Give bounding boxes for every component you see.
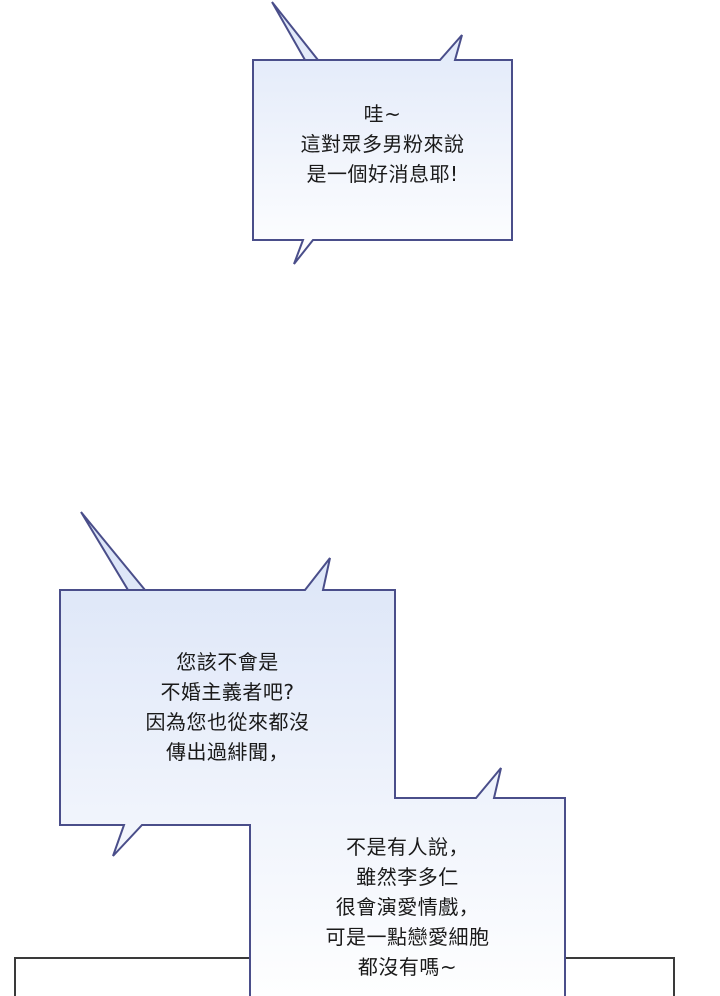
- speech-line: 都沒有嗎~: [357, 955, 458, 979]
- speech-bubble-2-text: 您該不會是 不婚主義者吧? 因為您也從來都沒 傳出過緋聞，: [60, 647, 395, 767]
- speech-bubble-1: [252, 1, 513, 265]
- speech-line: 可是一點戀愛細胞: [325, 925, 490, 949]
- speech-line: 不婚主義者吧?: [160, 680, 295, 704]
- speech-line: 您該不會是: [176, 650, 279, 674]
- speech-line: 是一個好消息耶!: [306, 162, 459, 186]
- speech-line: 雖然李多仁: [356, 865, 459, 889]
- speech-bubble-1-text: 哇~ 這對眾多男粉來說 是一個好消息耶!: [253, 99, 512, 189]
- speech-line: 很會演愛情戲，: [335, 895, 480, 919]
- speech-line: 因為您也從來都沒: [145, 710, 310, 734]
- speech-bubble-3-text: 不是有人說， 雖然李多仁 很會演愛情戲， 可是一點戀愛細胞 都沒有嗎~: [250, 832, 565, 982]
- speech-line: 傳出過緋聞，: [166, 740, 289, 764]
- speech-line: 不是有人說，: [346, 835, 469, 859]
- speech-line: 哇~: [363, 102, 402, 126]
- speech-line: 這對眾多男粉來說: [300, 132, 465, 156]
- speech-bubble-2: [59, 511, 566, 996]
